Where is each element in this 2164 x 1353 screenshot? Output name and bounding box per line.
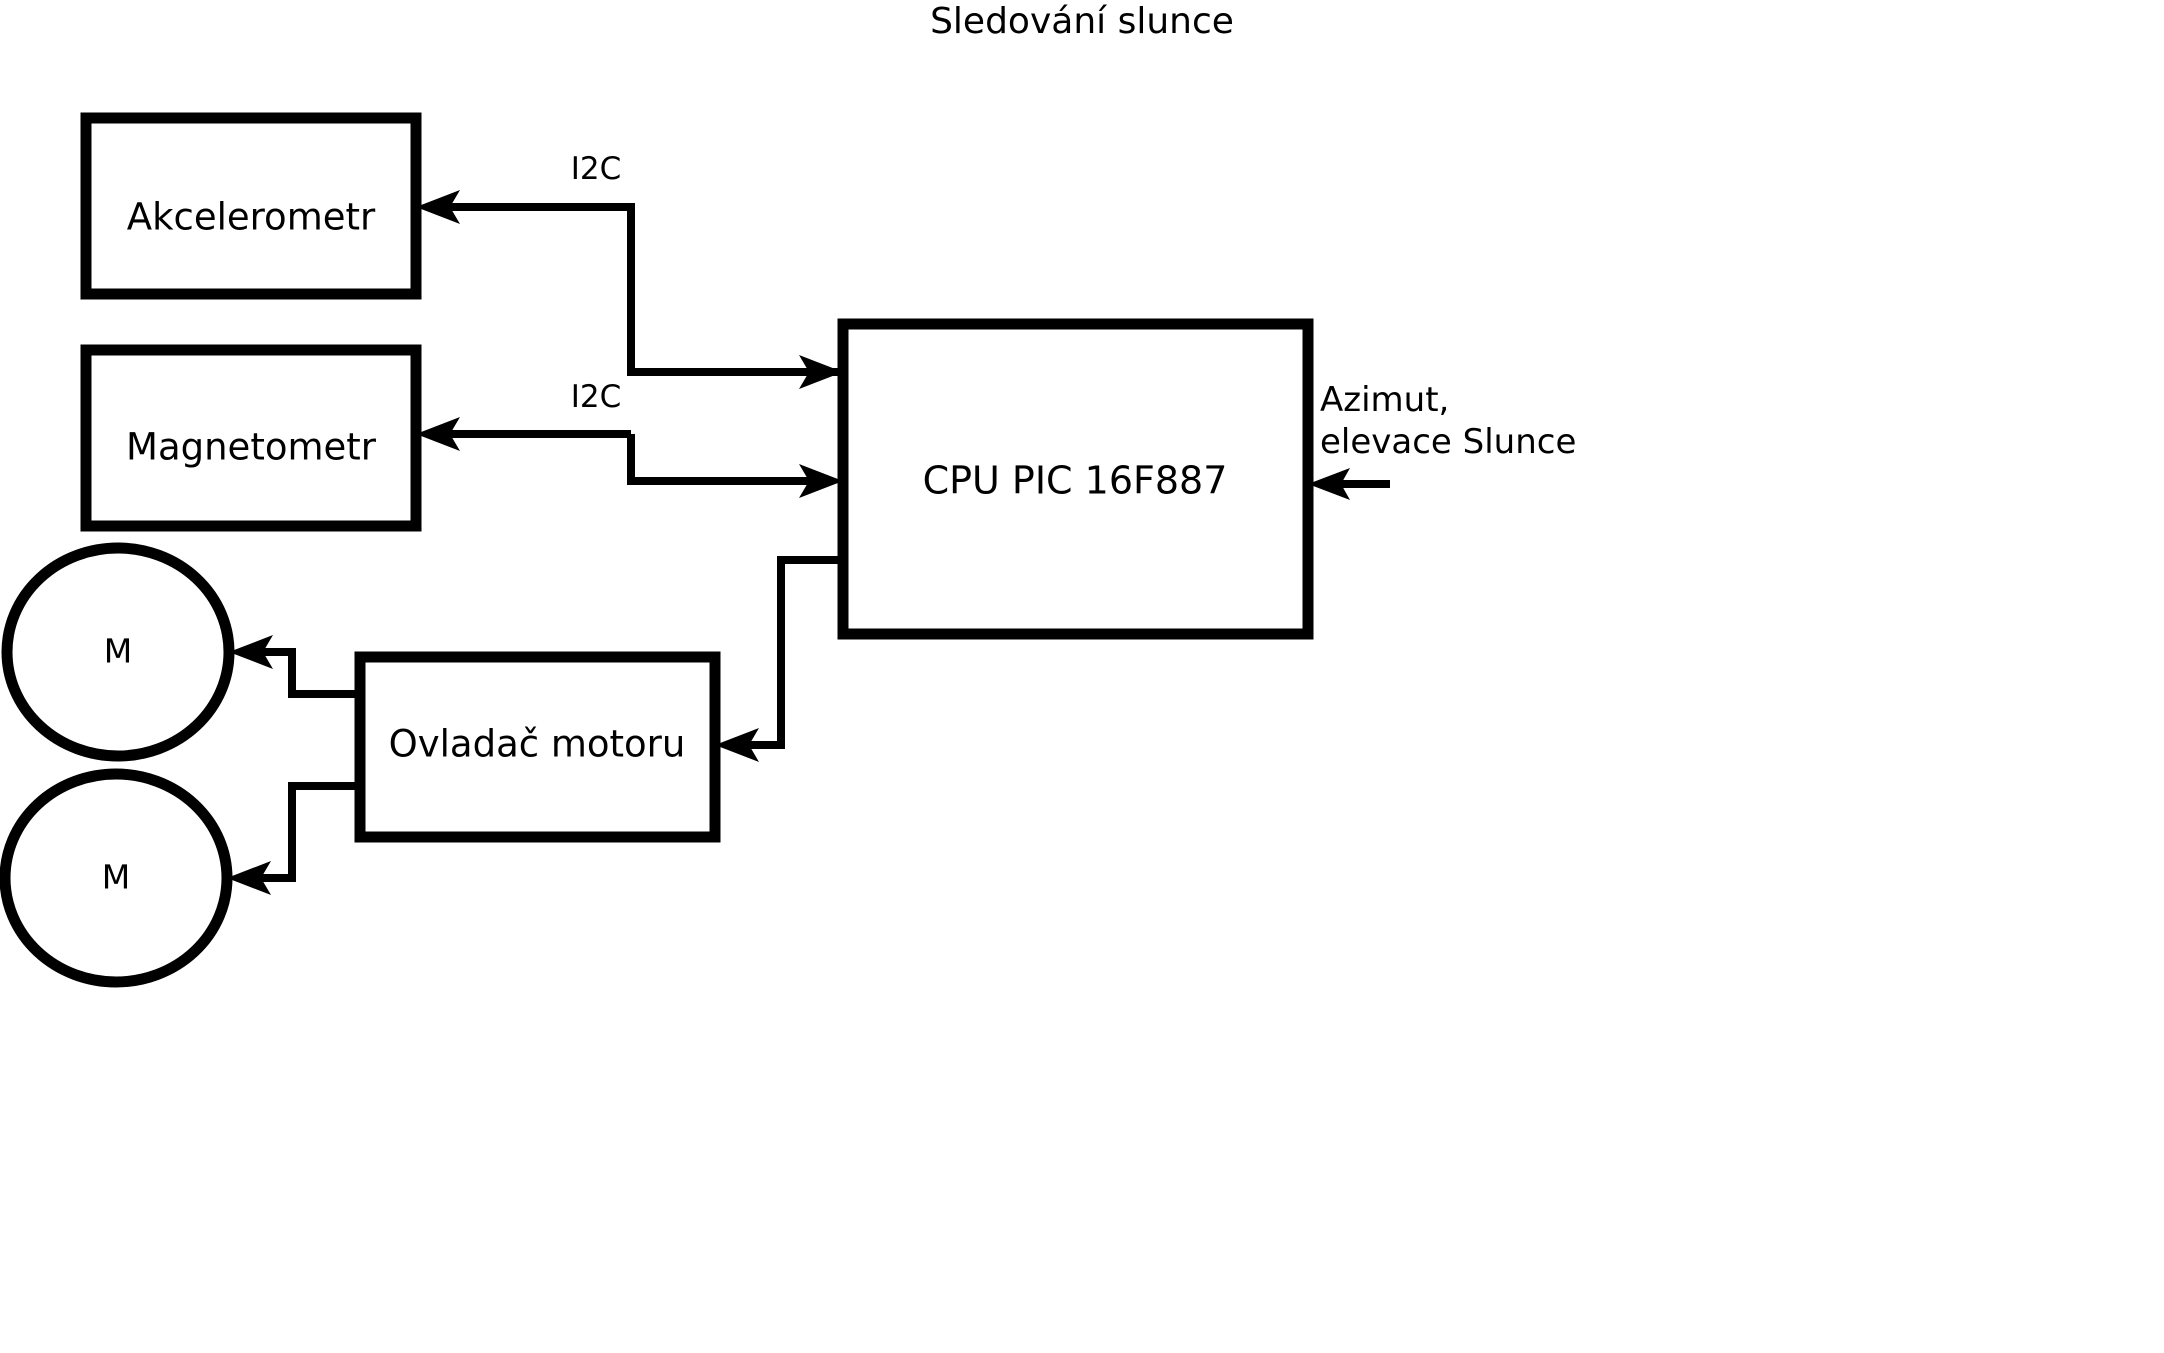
arrowhead-left-cpu-sun-input bbox=[1308, 468, 1350, 500]
arrowhead-left-motor-top bbox=[229, 635, 273, 669]
diagram-title: Sledování slunce bbox=[930, 1, 1234, 42]
arrowhead-right-cpu-upper bbox=[799, 355, 843, 389]
connector-motor-driver-to-motor-top bbox=[229, 635, 360, 698]
connector-sun-input-to-cpu bbox=[1308, 468, 1390, 500]
connector-label-magnetometer-i2c: I2C bbox=[571, 379, 622, 415]
sun-input-label-line2: elevace Slunce bbox=[1320, 422, 1576, 462]
block-motor-driver-label: Ovladač motoru bbox=[389, 723, 686, 766]
connector-accelerometer-to-cpu-arrow bbox=[799, 355, 843, 389]
block-cpu bbox=[837, 318, 1314, 640]
connector-cpu-to-accelerometer bbox=[416, 190, 843, 376]
sun-input-label-line1: Azimut, bbox=[1320, 380, 1449, 420]
arrowhead-left-magnetometer bbox=[416, 417, 460, 451]
block-motor-driver bbox=[354, 651, 721, 843]
arrowhead-left-accelerometer bbox=[416, 190, 460, 224]
arrowhead-right-cpu-lower bbox=[799, 464, 843, 498]
block-magnetometer bbox=[80, 344, 422, 532]
connector-label-accelerometer-i2c: I2C bbox=[571, 151, 622, 187]
connector-magnetometer-to-cpu bbox=[627, 434, 843, 498]
block-accelerometer-label: Akcelerometr bbox=[127, 196, 376, 239]
connector-motor-driver-to-motor-bottom bbox=[227, 782, 360, 895]
connector-cpu-to-magnetometer bbox=[416, 417, 631, 451]
connector-cpu-to-motor-driver bbox=[715, 556, 843, 762]
block-magnetometer-label: Magnetometr bbox=[126, 426, 377, 469]
arrowhead-left-motor-bottom bbox=[227, 861, 271, 895]
block-accelerometer bbox=[80, 112, 422, 300]
block-motor-top-label: M bbox=[104, 632, 132, 671]
block-motor-bottom-label: M bbox=[102, 858, 130, 897]
block-cpu-label: CPU PIC 16F887 bbox=[923, 459, 1228, 503]
arrowhead-left-motor-driver bbox=[715, 728, 759, 762]
